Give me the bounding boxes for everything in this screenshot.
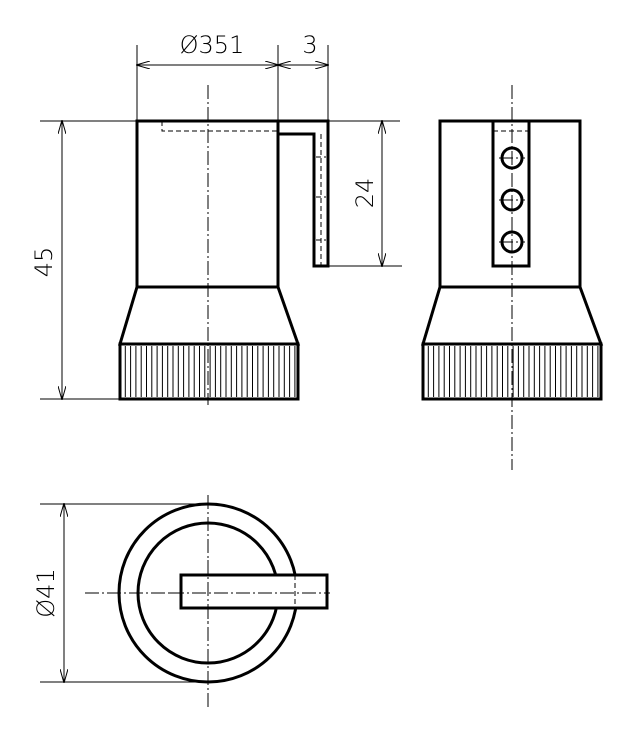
dimension-flange-height: 24: [328, 121, 402, 266]
flange-height-label: 24: [351, 178, 379, 209]
side-flange-face: [491, 119, 531, 268]
side-knurl-lines: [427, 346, 599, 397]
top-flange: [179, 573, 329, 610]
top-diameter-label: Ø351: [180, 31, 245, 59]
top-view: [85, 495, 330, 710]
overall-height-label: 45: [30, 247, 58, 278]
front-view: [40, 85, 400, 405]
flange-thickness-label: 3: [302, 31, 317, 59]
front-knurl-lines: [124, 346, 296, 397]
dimension-flange-thickness: 3: [278, 31, 328, 121]
front-knurled-base: [118, 342, 300, 401]
side-view: [420, 85, 604, 470]
dimension-top-diameter: Ø351: [137, 31, 278, 121]
side-knurled-base: [421, 342, 603, 401]
base-diameter-label: Ø41: [32, 568, 60, 617]
front-hidden-slot: [161, 121, 278, 132]
dimension-base-diameter: Ø41: [32, 504, 208, 682]
front-taper: [117, 285, 301, 346]
side-cylinder-body: [438, 119, 582, 289]
dimension-overall-height: 45: [30, 121, 120, 399]
